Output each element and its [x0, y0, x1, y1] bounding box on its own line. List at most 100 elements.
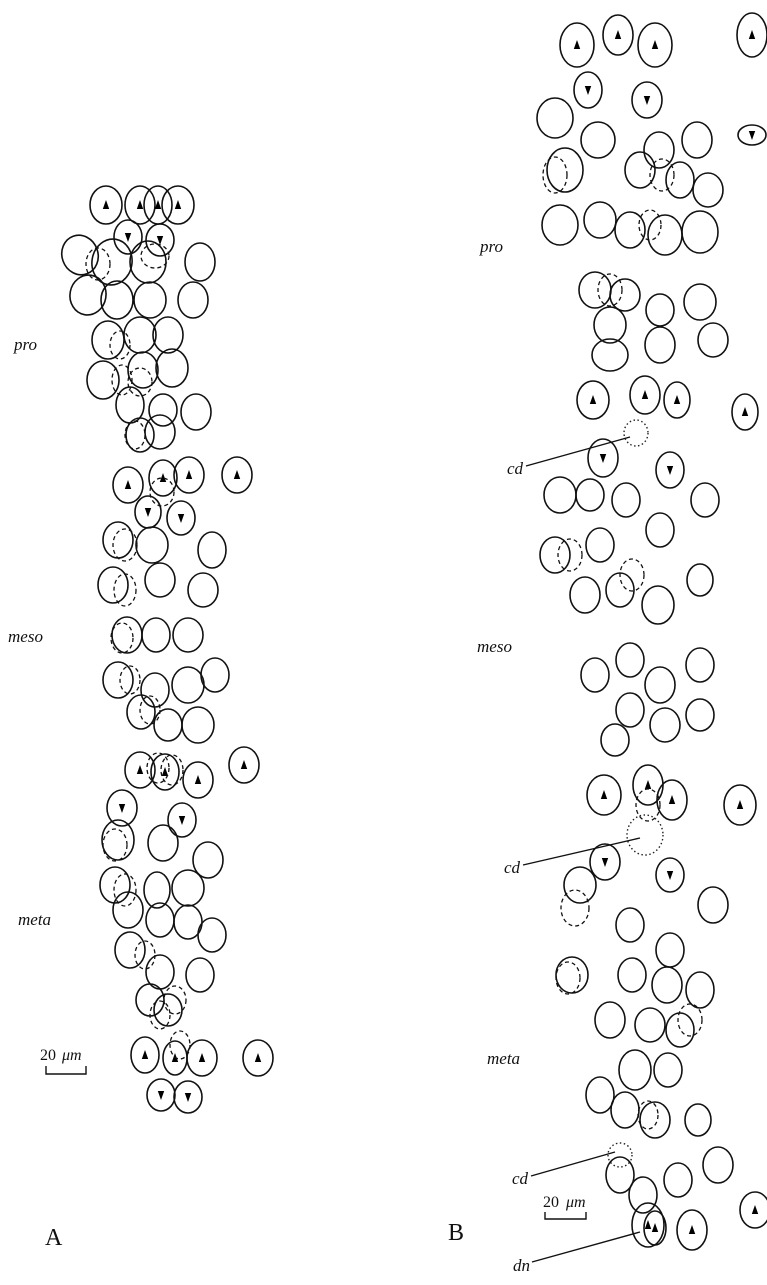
panel-b-cell	[677, 1003, 703, 1037]
panel-a-cell	[60, 234, 100, 276]
panel-a-cell	[99, 866, 131, 904]
panel-a-cell	[180, 393, 212, 431]
panel-a-cell	[197, 531, 227, 569]
cell-outline	[100, 280, 134, 320]
panel-a-cell	[112, 466, 144, 504]
panel-b-cell	[619, 558, 645, 592]
cell-outline	[185, 957, 215, 993]
panel-a-scale-unit: μm	[61, 1047, 82, 1064]
panel-a-cell	[140, 243, 170, 269]
cell-outline	[102, 521, 134, 559]
triangle-up-marker	[651, 40, 659, 49]
cell-outline	[645, 293, 675, 327]
panel-a-cell	[113, 219, 143, 255]
panel-a-cell	[173, 1080, 203, 1114]
panel-b-cell	[649, 158, 675, 192]
cell-outline	[114, 931, 146, 969]
cell-outline	[641, 585, 675, 625]
panel-a-cell	[172, 617, 204, 653]
cell-outline	[580, 657, 610, 693]
cell-outline	[133, 281, 167, 319]
cell-outline	[589, 843, 621, 881]
cell-outline	[575, 478, 605, 512]
panel-a-label-meso: meso	[8, 627, 43, 646]
panel-a-cell	[89, 185, 123, 225]
panel-b-label-meta: meta	[487, 1049, 520, 1068]
triangle-up-marker	[644, 1220, 652, 1229]
panel-a-cell	[125, 417, 155, 453]
cell-outline	[125, 417, 155, 453]
panel-a-cell	[135, 526, 169, 564]
panel-a-cell	[171, 666, 205, 704]
panel-b-cell	[573, 71, 603, 109]
cell-outline	[653, 1052, 683, 1088]
triangle-up-marker	[748, 30, 756, 39]
panel-b-pointer-dn	[531, 1231, 641, 1263]
panel-b-cell	[546, 147, 584, 193]
panel-a-cell	[144, 414, 176, 450]
panel-a-cell	[102, 828, 128, 862]
panel-a-cell	[149, 477, 175, 507]
panel-a-cell	[144, 562, 176, 598]
panel-a-cell	[169, 1030, 191, 1060]
triangle-up-marker	[102, 200, 110, 209]
triangle-down-marker	[144, 508, 152, 517]
panel-a-cell	[102, 521, 134, 559]
panel-a-cell	[123, 316, 157, 354]
cell-outline	[557, 538, 583, 572]
panel-b-cell	[560, 889, 590, 927]
cell-outline	[109, 330, 131, 360]
panel-b-label-pro: pro	[479, 237, 503, 256]
cell-outline	[600, 723, 630, 757]
panel-b-cell	[591, 338, 629, 372]
cell-outline	[656, 779, 688, 821]
panel-a-cell	[124, 185, 156, 225]
panel-b-cell	[610, 1091, 640, 1129]
panel-b-cell	[605, 1156, 635, 1194]
panel-b-cell	[629, 375, 661, 415]
panel-a-cell	[173, 456, 205, 494]
cell-outline	[140, 243, 170, 269]
cell-outline	[683, 283, 717, 321]
panel-b-cell	[655, 932, 685, 968]
cell-outline	[135, 983, 165, 1017]
cell-outline	[655, 451, 685, 489]
panel-a-cell	[153, 993, 183, 1027]
triangle-up-marker	[641, 390, 649, 399]
triangle-up-marker	[751, 1205, 759, 1214]
cell-outline	[173, 456, 205, 494]
panel-a-cell	[124, 420, 146, 450]
panel-a-cell	[112, 528, 138, 562]
panel-b-cell	[665, 1012, 695, 1048]
triangle-down-marker	[118, 804, 126, 813]
panel-a-cell	[186, 1039, 218, 1077]
cell-outline	[130, 1036, 160, 1074]
cell-outline	[184, 242, 216, 282]
cell-outline	[629, 375, 661, 415]
panel-a-cell	[160, 754, 184, 786]
panel-a-cell	[161, 185, 195, 225]
cell-outline	[539, 536, 571, 574]
triangle-up-marker	[198, 1053, 206, 1062]
panel-a-cells	[60, 185, 274, 1114]
cell-outline	[124, 185, 156, 225]
panel-b-cell	[685, 698, 715, 732]
panel-a-cell	[127, 351, 159, 389]
panel-b-cell	[557, 538, 583, 572]
cell-outline	[69, 274, 107, 316]
cell-outline	[560, 889, 590, 927]
cell-outline	[102, 828, 128, 862]
triangle-up-marker	[233, 470, 241, 479]
panel-b-scale-bar: 20 μm	[543, 1194, 587, 1220]
cell-outline	[555, 956, 589, 994]
cell-outline	[586, 774, 622, 816]
cell-outline	[644, 666, 676, 704]
panel-b-cell	[585, 1076, 615, 1114]
cd-dotted-cell	[607, 1142, 633, 1168]
cell-outline	[126, 694, 156, 730]
triangle-up-marker	[194, 775, 202, 784]
panel-a-cell	[126, 694, 156, 730]
panel-b-cell	[665, 161, 695, 199]
triangle-up-marker	[185, 470, 193, 479]
cell-outline	[106, 789, 138, 827]
